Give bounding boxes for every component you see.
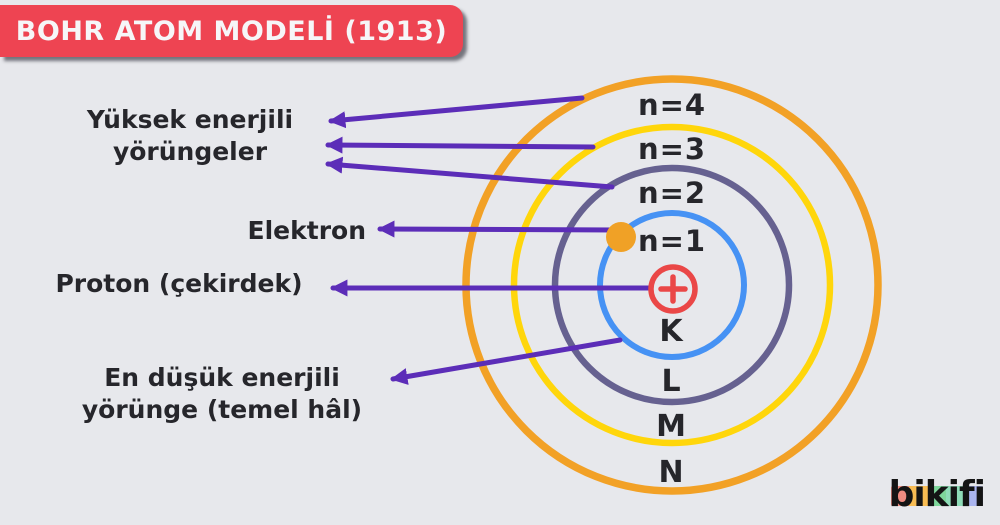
shell-label-l: L <box>661 364 681 399</box>
electron-dot <box>606 222 636 252</box>
shell-label-k: K <box>659 314 683 349</box>
shell-label-m: M <box>656 409 686 444</box>
arrow-electron <box>377 220 619 238</box>
arrow-high-energy-n4 <box>328 95 585 129</box>
orbit-label-n1: n=1 <box>637 224 707 258</box>
orbit-n3-circle <box>510 123 834 447</box>
label-low-energy-orbit: En düşük enerjili yörünge (temel hâl) <box>62 362 382 426</box>
label-high-energy-line1: Yüksek enerjili <box>86 105 294 134</box>
label-proton: Proton (çekirdek) <box>55 269 303 298</box>
logo-band-segment <box>927 486 947 506</box>
arrow-high-energy-n3 <box>325 136 596 154</box>
orbit-label-n3: n=3 <box>637 132 707 166</box>
orbit-n4-circle <box>462 75 882 495</box>
bikifi-logo: bikifi <box>888 473 986 517</box>
label-high-energy-orbits: Yüksek enerjili yörüngeler <box>55 104 325 168</box>
logo-band-segment <box>890 486 910 506</box>
orbit-label-n2: n=2 <box>637 176 707 210</box>
logo-color-band <box>890 486 983 506</box>
label-low-energy-line2: yörünge (temel hâl) <box>81 395 363 424</box>
plus-icon <box>658 274 688 304</box>
label-electron: Elektron <box>247 216 366 245</box>
annotation-arrows <box>325 95 653 385</box>
label-high-energy-line2: yörüngeler <box>112 137 268 166</box>
orbit-n2-circle <box>551 164 793 406</box>
shell-label-n: N <box>658 455 684 490</box>
logo-band-segment <box>909 486 928 506</box>
logo-band-segment <box>946 486 965 506</box>
logo-band-segment <box>964 486 983 506</box>
title-banner: BOHR ATOM MODELİ (1913) <box>0 5 463 57</box>
page-title: BOHR ATOM MODELİ (1913) <box>15 15 448 47</box>
arrow-low-energy <box>390 337 623 385</box>
label-low-energy-line1: En düşük enerjili <box>104 363 340 392</box>
arrow-high-energy-n2 <box>325 156 615 190</box>
logo-text: bikifi <box>888 474 986 515</box>
orbit-n1-circle <box>597 210 747 360</box>
orbit-label-n4: n=4 <box>637 88 707 122</box>
